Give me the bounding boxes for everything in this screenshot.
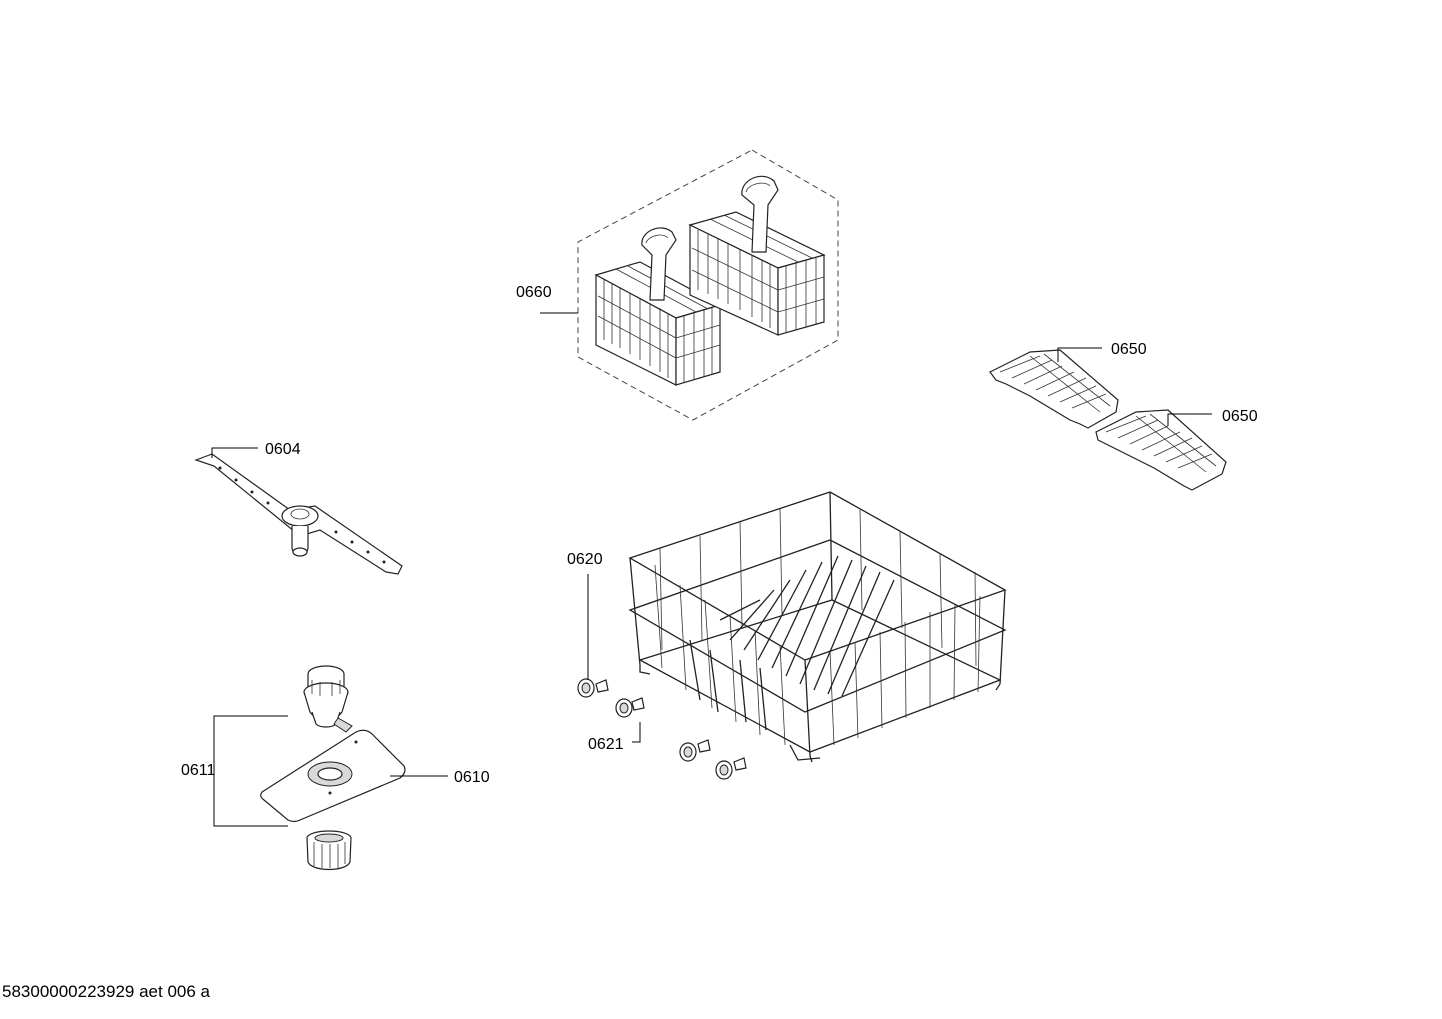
rack-insert-bottom-label: 0650 — [1222, 408, 1258, 425]
rack-insert-bottom-leader — [1167, 413, 1212, 426]
valve-label: 0611 — [181, 762, 216, 779]
spray-arm: 0604 — [194, 441, 403, 575]
lower-rack-label: 0620 — [567, 551, 603, 568]
rack-insert-top-label: 0650 — [1111, 341, 1147, 358]
basket-label: 0660 — [516, 284, 552, 301]
wheel-label: 0621 — [588, 736, 624, 753]
cutlery-basket-left — [594, 227, 722, 386]
cutlery-basket-right — [688, 175, 826, 336]
footer-document-id: 58300000223929 aet 006 a — [2, 982, 210, 1001]
rack-wheels — [577, 678, 747, 780]
valve-assembly: 0611 — [181, 665, 353, 871]
plate-label: 0610 — [454, 769, 490, 786]
rack-insert-bottom: 0650 — [1095, 408, 1258, 491]
filter-cylinder — [306, 830, 352, 871]
spray-arm-label: 0604 — [265, 441, 301, 458]
wheel-leader — [632, 722, 641, 743]
rack-insert-top: 0650 — [989, 341, 1147, 429]
filter-plate: 0610 — [260, 729, 490, 823]
spray-arm-leader — [211, 447, 258, 458]
lower-rack: 0620 0621 — [567, 491, 1007, 780]
rack-insert-top-leader — [1057, 347, 1102, 362]
basket-dashed-outline — [577, 149, 839, 421]
valve-leader — [213, 715, 288, 827]
cutlery-basket-group: 0660 — [516, 149, 839, 421]
